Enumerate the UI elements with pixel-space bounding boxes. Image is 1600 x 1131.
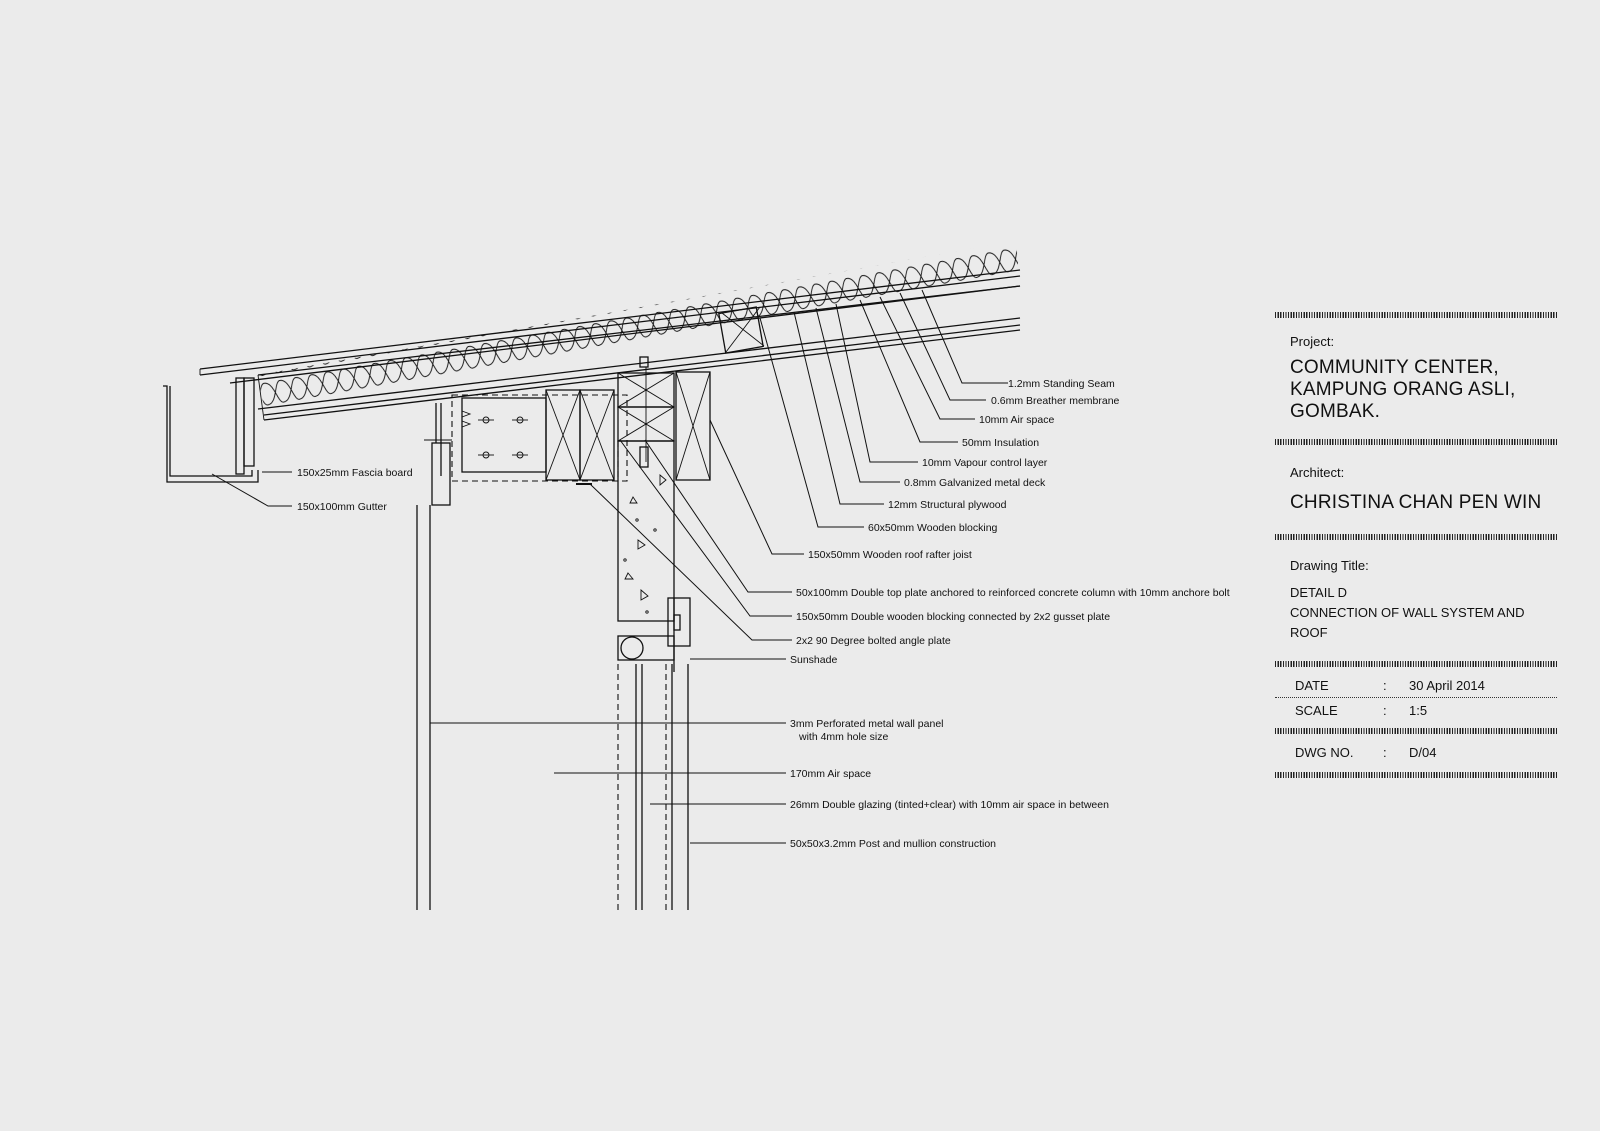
label-air-space-170: 170mm Air space	[790, 768, 871, 780]
title-block-divider	[1275, 772, 1557, 778]
drawing-title-line1: DETAIL D	[1290, 585, 1348, 600]
title-block-divider	[1275, 661, 1557, 667]
dwg-value: D/04	[1409, 744, 1437, 760]
dwg-row: DWG NO. : D/04	[1275, 740, 1557, 764]
label-post-mullion: 50x50x3.2mm Post and mullion constructio…	[790, 838, 996, 850]
label-metal-deck: 0.8mm Galvanized metal deck	[904, 477, 1046, 489]
label-double-blocking: 150x50mm Double wooden blocking connecte…	[796, 611, 1110, 623]
dwg-label: DWG NO.	[1295, 744, 1354, 760]
label-fascia-board: 150x25mm Fascia board	[297, 467, 413, 479]
title-block-divider	[1275, 728, 1557, 734]
scale-separator: :	[1383, 702, 1387, 718]
project-name-line3: GOMBAK.	[1290, 401, 1381, 422]
title-block-divider	[1275, 534, 1557, 540]
row-divider	[1275, 697, 1557, 698]
project-name-line1: COMMUNITY CENTER,	[1290, 357, 1499, 378]
callout-labels: 1.2mm Standing Seam 0.6mm Breather membr…	[297, 378, 1230, 850]
title-block-divider	[1275, 439, 1557, 445]
date-value: 30 April 2014	[1409, 677, 1485, 693]
architect-label: Architect:	[1290, 465, 1345, 480]
scale-row: SCALE : 1:5	[1275, 698, 1557, 722]
label-angle-plate: 2x2 90 Degree bolted angle plate	[796, 635, 951, 647]
date-label: DATE	[1295, 677, 1329, 693]
label-insulation: 50mm Insulation	[962, 437, 1039, 449]
leader-lines	[211, 289, 1008, 844]
project-name-line2: KAMPUNG ORANG ASLI,	[1290, 379, 1516, 400]
drawing-title-label: Drawing Title:	[1290, 558, 1369, 573]
dwg-separator: :	[1383, 744, 1387, 760]
label-air-space-10: 10mm Air space	[979, 414, 1054, 426]
label-rafter-joist: 150x50mm Wooden roof rafter joist	[808, 549, 972, 561]
label-wooden-blocking: 60x50mm Wooden blocking	[868, 522, 998, 534]
scale-label: SCALE	[1295, 702, 1338, 718]
architect-name: CHRISTINA CHAN PEN WIN	[1290, 492, 1542, 513]
date-row: DATE : 30 April 2014	[1275, 673, 1557, 697]
date-separator: :	[1383, 677, 1387, 693]
label-perforated-panel: 3mm Perforated metal wall panel	[790, 718, 944, 730]
gutter-fascia	[163, 377, 259, 483]
label-breather-membrane: 0.6mm Breather membrane	[991, 395, 1120, 407]
label-top-plate: 50x100mm Double top plate anchored to re…	[796, 587, 1230, 599]
title-block-divider	[1275, 312, 1557, 318]
wall-system	[416, 403, 691, 910]
title-block: Project: COMMUNITY CENTER, KAMPUNG ORANG…	[1275, 312, 1557, 778]
structure-core	[451, 356, 711, 622]
label-double-glazing: 26mm Double glazing (tinted+clear) with …	[790, 799, 1109, 811]
label-gutter: 150x100mm Gutter	[297, 501, 387, 513]
label-plywood: 12mm Structural plywood	[888, 499, 1007, 511]
scale-value: 1:5	[1409, 702, 1428, 718]
label-perforated-panel-hole: with 4mm hole size	[798, 731, 888, 743]
project-label: Project:	[1290, 334, 1335, 349]
label-sunshade: Sunshade	[790, 654, 837, 666]
drawing-title-line2: CONNECTION OF WALL SYSTEM AND ROOF	[1290, 605, 1525, 640]
label-standing-seam: 1.2mm Standing Seam	[1008, 378, 1115, 390]
label-vapour-layer: 10mm Vapour control layer	[922, 457, 1048, 469]
